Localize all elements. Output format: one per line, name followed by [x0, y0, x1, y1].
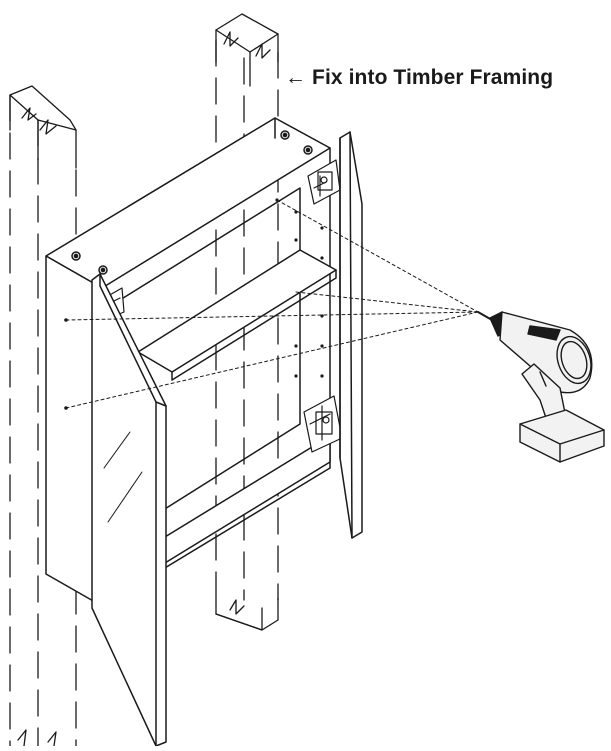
- bottom-board: [160, 436, 330, 566]
- cabinet-carcass: [46, 118, 336, 606]
- stud-bottom-end: [216, 598, 278, 630]
- break-mark-left: [10, 86, 76, 168]
- cabinet-door-right: [340, 132, 362, 538]
- adjustable-shelf: [138, 250, 336, 372]
- mirror-reflection-lines: [104, 432, 142, 522]
- top-screw-heads: [72, 131, 312, 274]
- hinge-lower: [304, 396, 342, 452]
- break-mark-right: [216, 14, 278, 86]
- hinge-upper: [308, 160, 340, 204]
- cabinet-door-left: [92, 274, 166, 746]
- drilling-guide-lines: [66, 200, 478, 408]
- cordless-drill-icon: [478, 312, 604, 462]
- fix-into-timber-framing-label: ← Fix into Timber Framing: [285, 66, 554, 89]
